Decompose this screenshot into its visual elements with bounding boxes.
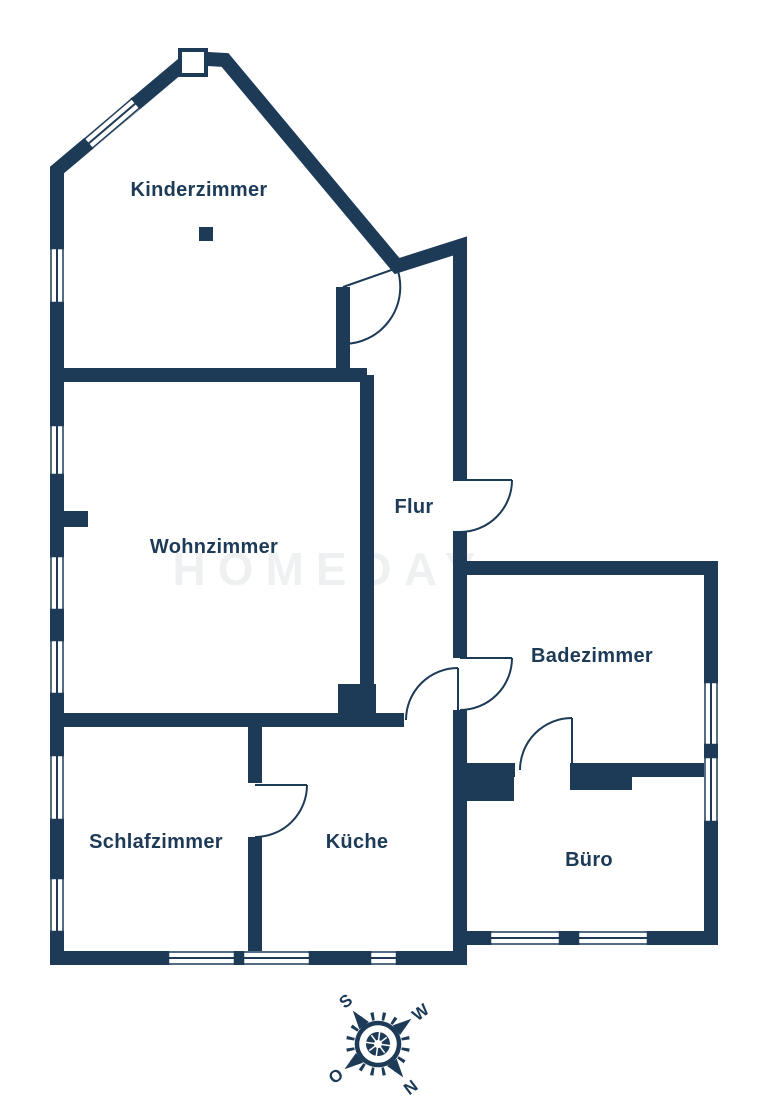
door-kueche: [405, 667, 459, 721]
compass-ring: [354, 1020, 402, 1068]
wall-blocks: [50, 48, 632, 801]
room-label-badezimmer: Badezimmer: [531, 645, 653, 667]
window-symbol-part: [91, 106, 141, 150]
windows: [50, 96, 718, 965]
roof-dormer: [178, 48, 208, 77]
window-symbol-part: [82, 137, 94, 151]
room-labels: Kinderzimmer Wohnzimmer Flur Badezimmer …: [89, 179, 653, 871]
bath-pier: [462, 763, 514, 801]
room-label-wohnzimmer: Wohnzimmer: [150, 536, 278, 558]
door-entrance: [459, 479, 513, 533]
room-label-kueche: Küche: [326, 831, 389, 853]
compass-letter-o: O: [325, 1065, 347, 1088]
door-badezimmer: [459, 657, 513, 711]
wall-stub: [50, 511, 88, 527]
window-symbol-part: [87, 102, 137, 145]
watermark-text: HOMEDAY: [173, 543, 488, 595]
compass-spikes: [344, 1010, 412, 1078]
compass-letter-w: W: [409, 1000, 434, 1025]
chimney-block: [338, 684, 376, 722]
room-label-buero: Büro: [565, 849, 613, 871]
compass-letter-n: N: [400, 1076, 421, 1099]
bath-pier-right: [570, 763, 632, 790]
compass-rose: S W N O: [325, 990, 434, 1099]
doors: [254, 267, 573, 838]
room-label-schlafzimmer: Schlafzimmer: [89, 831, 223, 853]
window-symbol-part: [83, 97, 133, 141]
door-buero: [519, 717, 573, 771]
window-symbol-part: [130, 96, 142, 110]
room-label-kinderzimmer: Kinderzimmer: [131, 179, 268, 201]
door-kinderzimmer: [342, 267, 402, 346]
room-label-flur: Flur: [395, 496, 434, 518]
compass-letter-s: S: [336, 990, 356, 1012]
compass-hub-center: [374, 1040, 382, 1048]
door-schlafzimmer: [254, 784, 308, 838]
chimney-square: [199, 227, 213, 241]
